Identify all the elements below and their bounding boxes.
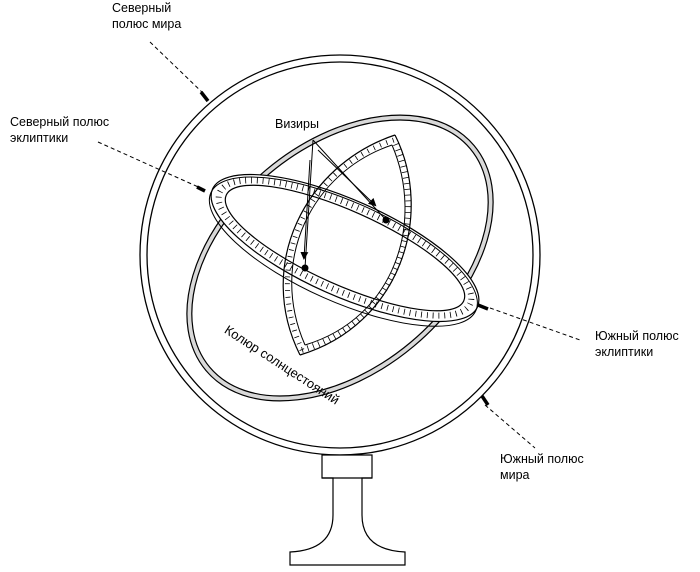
south-ecliptic-pole-mark xyxy=(477,303,489,311)
south-celestial-pole-label: Южный полюс мира xyxy=(500,452,584,482)
ecliptic-axis-north-line xyxy=(97,141,206,191)
pole-marks xyxy=(196,90,490,406)
north-celestial-pole-label: Северный полюс мира xyxy=(112,1,182,31)
celestial-axis-north-line xyxy=(149,41,206,96)
sights xyxy=(300,139,387,269)
stand xyxy=(289,454,406,566)
celestial-axis-south-line xyxy=(484,404,536,449)
latitude-ring xyxy=(282,134,412,356)
south-celestial-pole-mark xyxy=(480,395,490,406)
sight-upper xyxy=(382,216,390,224)
north-celestial-pole-mark xyxy=(199,90,210,103)
ecliptic-ring xyxy=(208,173,480,327)
south-ecliptic-pole-label: Южный полюс эклиптики xyxy=(595,329,679,359)
sights-label: Визиры xyxy=(275,117,319,131)
north-ecliptic-pole-label: Северный полюс эклиптики xyxy=(10,115,110,145)
ecliptic-axis-south-line xyxy=(489,307,581,341)
ecliptic-scale-ticks xyxy=(215,177,475,319)
north-ecliptic-pole-mark xyxy=(196,185,206,193)
sight-lower xyxy=(301,264,309,272)
